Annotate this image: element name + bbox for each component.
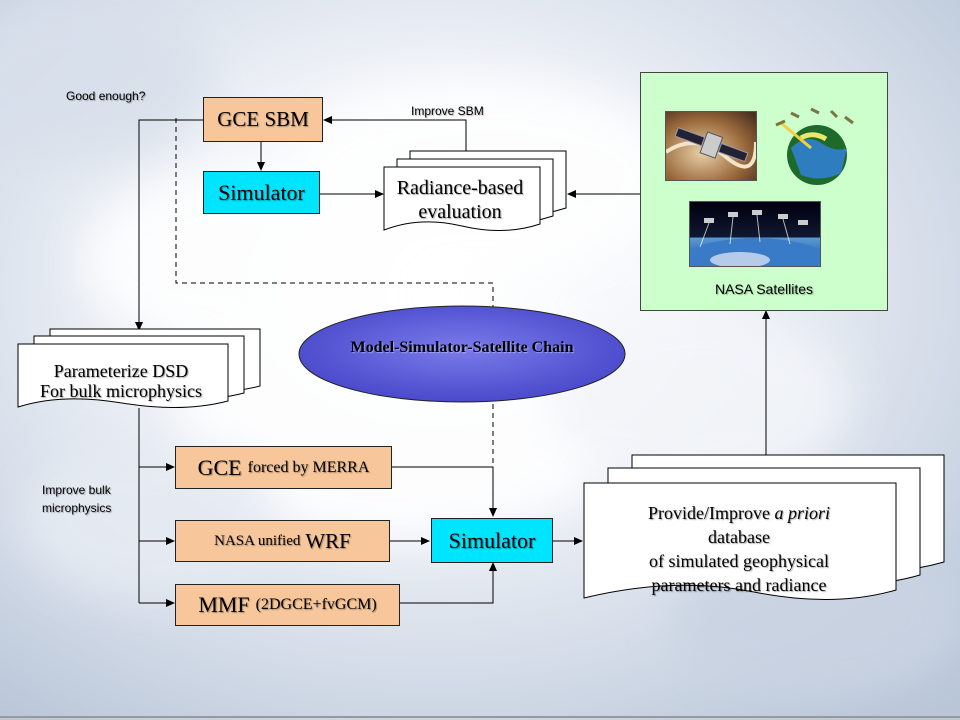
provide-improve-doc-stack (583, 454, 945, 601)
wrf-main: WRF (305, 528, 351, 553)
simulator-bottom-label: Simulator (448, 527, 536, 553)
radiance-evaluation-text: Radiance-based evaluation (396, 177, 524, 223)
gce-merra-box: GCE forced by MERRA (175, 446, 392, 489)
nasa-satellites-panel: NASA Satellites (640, 72, 888, 311)
mmf-small: (2DGCE+fvGCM) (255, 596, 377, 613)
satellite-constellation-image (689, 201, 821, 267)
radiance-evaluation-doc-stack (383, 150, 567, 232)
simulator-top-box: Simulator (203, 171, 320, 214)
nasa-unified-wrf-box: NASA unified WRF (175, 520, 390, 562)
ellipse-label: Model-Simulator-Satellite Chain (350, 339, 574, 356)
mmf-box: MMF (2DGCE+fvGCM) (175, 584, 400, 626)
good-enough-label: Good enough? (66, 89, 146, 103)
parameterize-dsd-doc-stack (17, 328, 261, 409)
simulator-bottom-box: Simulator (431, 518, 553, 563)
improve-bulk-label: Improve bulk microphysics (42, 483, 112, 515)
gce-merra-small: forced by MERRA (247, 458, 370, 476)
gce-sbm-label: GCE SBM (217, 107, 309, 131)
parameterize-dsd-text: Parameterize DSD For bulk microphysics (40, 361, 202, 401)
nasa-satellites-caption: NASA Satellites (714, 281, 814, 297)
satellite-over-earth-image (665, 111, 757, 181)
gce-merra-main: GCE (197, 454, 242, 480)
gce-sbm-box: GCE SBM (203, 97, 323, 142)
mmf-main: MMF (198, 592, 250, 617)
wrf-small: NASA unified (214, 532, 301, 549)
model-simulator-satellite-ellipse (298, 305, 626, 403)
provide-improve-text: Provide/Improve a priori database of sim… (648, 503, 830, 595)
globe-with-satellites-image (775, 107, 854, 185)
improve-sbm-label: Improve SBM (411, 104, 484, 118)
simulator-top-label: Simulator (218, 179, 305, 205)
